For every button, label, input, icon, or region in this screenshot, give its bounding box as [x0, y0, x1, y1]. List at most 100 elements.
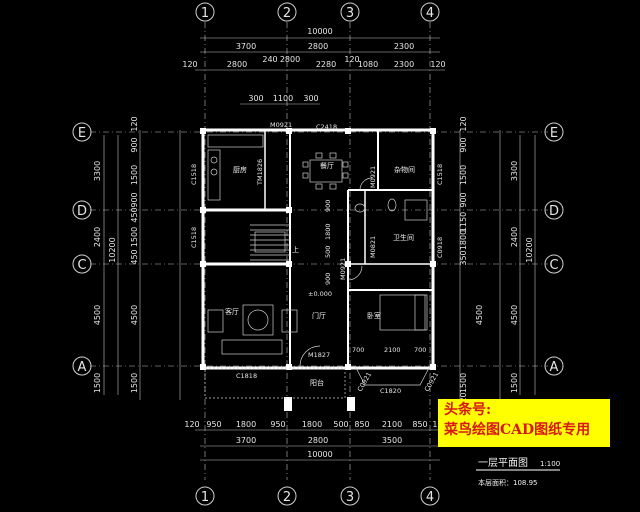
dim-left-inner-8: 1500: [130, 373, 139, 393]
axis-bubbles-left: E D C A: [72, 122, 92, 376]
watermark-banner: 头条号: 菜鸟绘图CAD图纸专用: [438, 399, 610, 447]
fixtures: [204, 134, 431, 399]
dim-inner-700: 700: [352, 346, 364, 354]
watermark-line1: 头条号:: [444, 402, 492, 418]
dim-inner-900: 900: [324, 200, 332, 212]
structural-columns: [200, 128, 436, 411]
dim-left-total: 10200: [108, 237, 117, 262]
dim-right-inner-4: 1150: [459, 212, 468, 232]
dim-right-inner-6: 350: [459, 250, 468, 265]
label-c2418: C2418: [316, 123, 337, 131]
dim-bot-r1-0: 120: [184, 420, 199, 429]
room-labels: 厨房 餐厅 杂物间 卫生间 客厅 门厅 卧室 阳台 上: [225, 161, 415, 387]
room-label-bedroom: 卧室: [367, 311, 381, 320]
label-m0821: M0821: [369, 236, 377, 258]
dim-inner-900b: 900: [324, 273, 332, 285]
dim-inner-700b: 700: [414, 346, 426, 354]
axis-label-3-top: 3: [346, 6, 354, 21]
axis-label-4-bottom: 4: [426, 490, 434, 505]
dim-right-outer-0: 3300: [510, 161, 519, 181]
watermark-line2: 菜鸟绘图CAD图纸专用: [444, 422, 591, 438]
dim-left-inner-4: 450: [130, 207, 139, 222]
label-c0918: C0918: [436, 237, 444, 258]
label-c1820: C1820: [380, 387, 401, 395]
label-c1518-kitchen: C1518: [190, 164, 198, 185]
dim-top-r3-6: 1080: [358, 60, 378, 69]
room-label-living: 客厅: [225, 307, 239, 316]
label-c1518-storage: C1518: [436, 164, 444, 185]
dim-bot-r1-1: 950: [206, 420, 221, 429]
axis-label-c-left: C: [77, 258, 86, 273]
label-m0921-storage: M0921: [369, 166, 377, 188]
axis-label-3-bottom: 3: [346, 490, 354, 505]
drawing-title: 一层平面图: [478, 457, 528, 469]
dim-left-outer-0: 3300: [93, 161, 102, 181]
dim-bot-total: 10000: [307, 450, 332, 459]
dim-bot-r1-5: 500: [333, 420, 348, 429]
dim-top-small-0: 300: [248, 94, 263, 103]
room-label-dining: 餐厅: [320, 161, 334, 170]
dim-left-inner-5: 1500: [130, 227, 139, 247]
opening-labels: M0921 C2418 TM1826 C1518 C1518 C1518 M09…: [190, 121, 444, 395]
dim-left-outer-1: 2400: [93, 227, 102, 247]
dim-top-2300: 2300: [394, 42, 414, 51]
label-elevation: ±0.000: [308, 290, 332, 298]
dim-inner-1800a: 1800: [324, 223, 332, 240]
label-c1518-stair: C1518: [190, 227, 198, 248]
dim-top-r3-8: 120: [430, 60, 445, 69]
dim-left-outer-2: 4500: [93, 305, 102, 325]
label-tm1826: TM1826: [256, 159, 264, 186]
dim-bot-r1-6: 850: [354, 420, 369, 429]
dim-top-small-2: 300: [303, 94, 318, 103]
label-c1818: C1818: [236, 372, 257, 380]
dim-left-outer-3: 1500: [93, 373, 102, 393]
axis-label-d-right: D: [549, 204, 559, 219]
dim-top-r3-1: 2800: [227, 60, 247, 69]
dim-top-r3-0: 120: [182, 60, 197, 69]
room-label-storage: 杂物间: [394, 165, 415, 174]
dim-left-inner-1: 900: [130, 137, 139, 152]
dim-right-inner-8: 1500: [459, 373, 468, 393]
dim-bot-r1-7: 2100: [382, 420, 402, 429]
dim-top-r3-3: 2800: [280, 55, 300, 64]
dim-bot-3500: 3500: [382, 436, 402, 445]
dim-inner-500: 500: [324, 246, 332, 258]
right-dimensions: 120 900 1500 900 1150 1800 350 4500 1500…: [459, 116, 534, 407]
axis-label-4-top: 4: [426, 6, 434, 21]
dim-top-2800: 2800: [308, 42, 328, 51]
dimension-lines: [90, 22, 548, 480]
dim-right-inner-7: 4500: [475, 305, 484, 325]
room-label-foyer: 门厅: [312, 311, 326, 320]
dim-right-outer-3: 1500: [510, 373, 519, 393]
dim-top-3700: 3700: [236, 42, 256, 51]
dim-top-r3-7: 2300: [394, 60, 414, 69]
dim-left-inner-6: 450: [130, 249, 139, 264]
axis-label-1-bottom: 1: [201, 490, 209, 505]
label-m1827: M1827: [308, 351, 330, 359]
label-m0921-bedroom: M0921: [339, 258, 347, 280]
dim-right-inner-0: 120: [459, 116, 468, 131]
dim-left-inner-2: 1500: [130, 165, 139, 185]
dim-right-inner-1: 900: [459, 137, 468, 152]
room-label-bath: 卫生间: [393, 233, 414, 242]
dim-right-inner-5: 1800: [459, 230, 468, 250]
drawing-scale: 1:100: [540, 460, 560, 468]
top-dimensions: 10000 3700 2800 2300 120 2800 240 2800 2…: [182, 27, 445, 103]
dim-right-total: 10200: [525, 237, 534, 262]
dim-top-r3-2: 240: [262, 55, 277, 64]
room-label-terrace: 阳台: [310, 378, 324, 387]
dim-bot-r1-2: 1800: [236, 420, 256, 429]
axis-label-a-left: A: [78, 360, 87, 375]
dim-left-inner-0: 120: [130, 116, 139, 131]
room-label-kitchen: 厨房: [233, 165, 247, 174]
stair-up-mark: 上: [292, 245, 299, 254]
label-c0921-left: C0921: [356, 371, 373, 393]
dim-right-outer-1: 2400: [510, 227, 519, 247]
dim-top-r3-4: 2280: [316, 60, 336, 69]
dim-right-inner-2: 1500: [459, 165, 468, 185]
bottom-dimensions: 120 950 1800 950 1800 500 850 2100 850 1…: [184, 420, 447, 459]
dim-right-inner-3: 900: [459, 192, 468, 207]
interior-dimensions: 1800 900 500 900 700 2100 700: [324, 200, 426, 354]
